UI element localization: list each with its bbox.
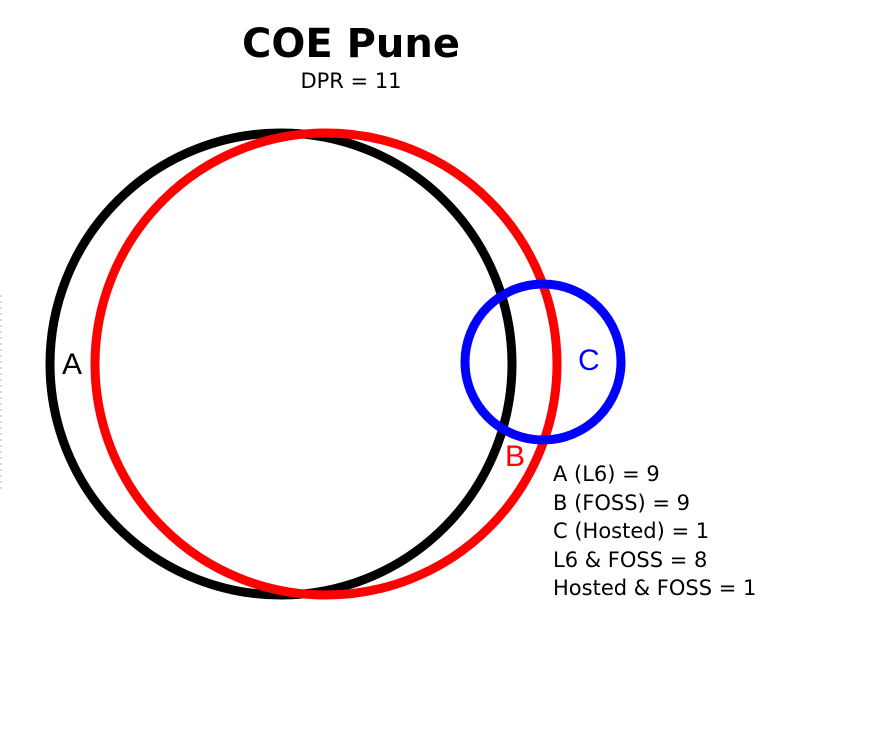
diagram-title: COE Pune xyxy=(241,21,460,67)
legend-item-b: B (FOSS) = 9 xyxy=(553,490,691,515)
legend-item-l6-foss: L6 & FOSS = 8 xyxy=(553,547,708,572)
legend-item-a: A (L6) = 9 xyxy=(553,462,660,486)
legend: A (L6) = 9 B (FOSS) = 9 C (Hosted) = 1 L… xyxy=(553,460,756,603)
diagram-subtitle: DPR = 11 xyxy=(300,69,402,93)
set-c-label: C xyxy=(578,344,600,377)
circle-b xyxy=(90,128,562,600)
legend-item-c: C (Hosted) = 1 xyxy=(553,519,710,543)
circle-a xyxy=(45,128,517,600)
circle-c xyxy=(460,279,626,445)
set-a-label: A xyxy=(62,348,83,381)
legend-item-hosted-foss: Hosted & FOSS = 1 xyxy=(553,576,757,600)
edge-divider xyxy=(0,295,2,490)
set-b-label: B xyxy=(505,440,526,473)
